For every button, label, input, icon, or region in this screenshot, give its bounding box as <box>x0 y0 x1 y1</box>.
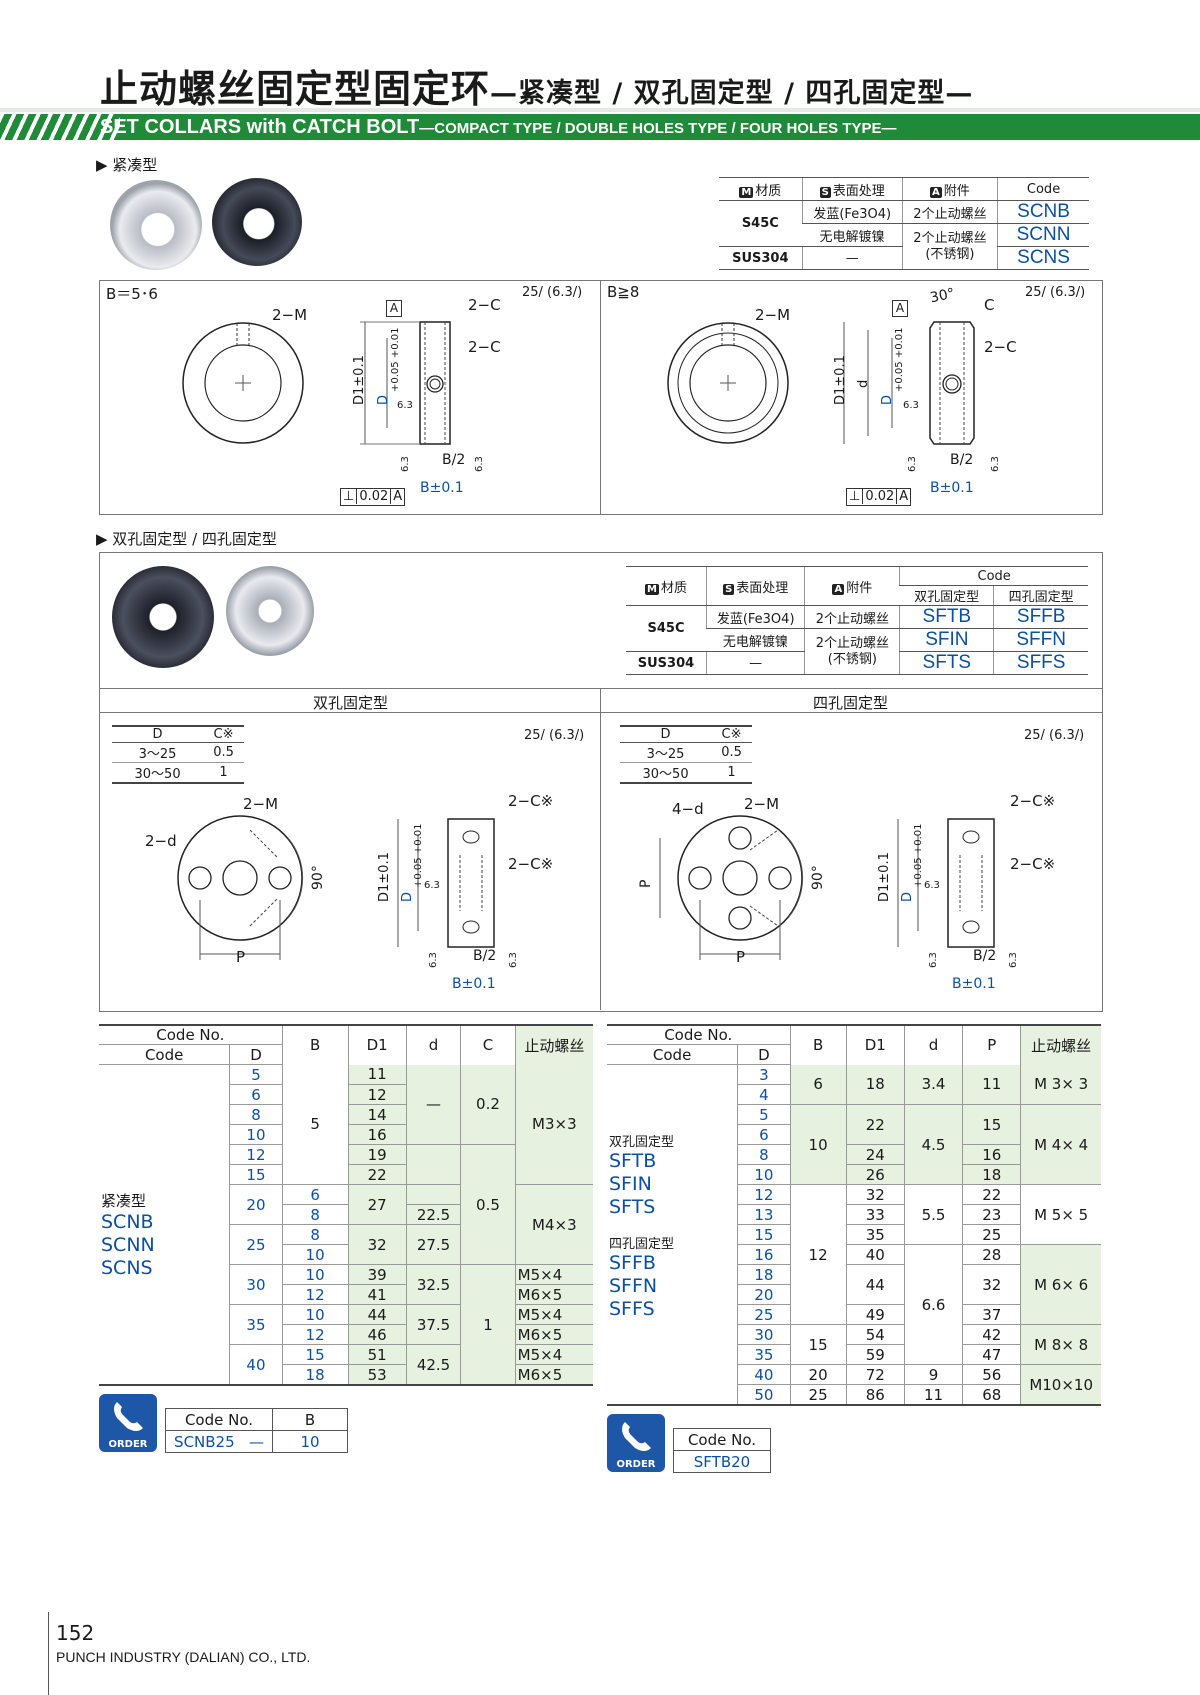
compact-side-view-right <box>843 321 975 445</box>
compact-side-view-left <box>360 321 451 445</box>
cond-b8: B≧8 <box>607 283 640 301</box>
code-scnn: SCNN <box>997 223 1089 247</box>
compact-front-view-right <box>667 322 789 444</box>
page-title: 止动螺丝固定型固定环—紧凑型 / 双孔固定型 / 四孔固定型— <box>100 58 973 113</box>
compact-front-view-left <box>182 322 304 444</box>
double-hole-front-view <box>177 815 304 960</box>
footer-rule <box>48 1612 49 1695</box>
order-badge-left: ORDER <box>99 1394 157 1452</box>
order-example-right: Code No. SFTB20 <box>673 1428 771 1473</box>
product-photo-four-hole <box>226 566 314 656</box>
title-en: SET COLLARS with CATCH BOLT—COMPACT TYPE… <box>100 116 897 138</box>
order-badge-right: ORDER <box>607 1414 665 1472</box>
section-heading-holes: ▶ 双孔固定型 / 四孔固定型 <box>96 530 277 548</box>
four-hole-front-view <box>659 815 804 960</box>
panel-title-four: 四孔固定型 <box>813 694 889 712</box>
product-photo-black-collar <box>212 178 302 266</box>
product-photo-silver-collar <box>110 180 202 270</box>
four-hole-side-view <box>897 818 995 948</box>
title-band: SET COLLARS with CATCH BOLT—COMPACT TYPE… <box>0 108 1200 140</box>
title-cn: 止动螺丝固定型固定环 <box>100 67 491 111</box>
panel-title-double: 双孔固定型 <box>313 694 389 712</box>
cond-b56: B＝5･6 <box>106 285 158 303</box>
page-number: 152 <box>56 1621 95 1645</box>
title-cn-sub: —紧凑型 / 双孔固定型 / 四孔固定型— <box>490 78 974 109</box>
product-photo-double-hole <box>112 566 214 668</box>
section-heading-compact: ▶ 紧凑型 <box>96 156 158 174</box>
phone-icon <box>622 1422 651 1451</box>
code-scns: SCNS <box>997 246 1089 270</box>
order-example-left: Code No.B SCNB25 —10 <box>165 1408 348 1453</box>
holes-frame <box>99 552 1103 1012</box>
code-scnb: SCNB <box>997 200 1089 224</box>
double-hole-side-view <box>397 818 495 948</box>
compact-drawing-frame <box>99 280 1103 515</box>
phone-icon <box>114 1402 143 1431</box>
company-name: PUNCH INDUSTRY (DALIAN) CO., LTD. <box>56 1649 311 1665</box>
